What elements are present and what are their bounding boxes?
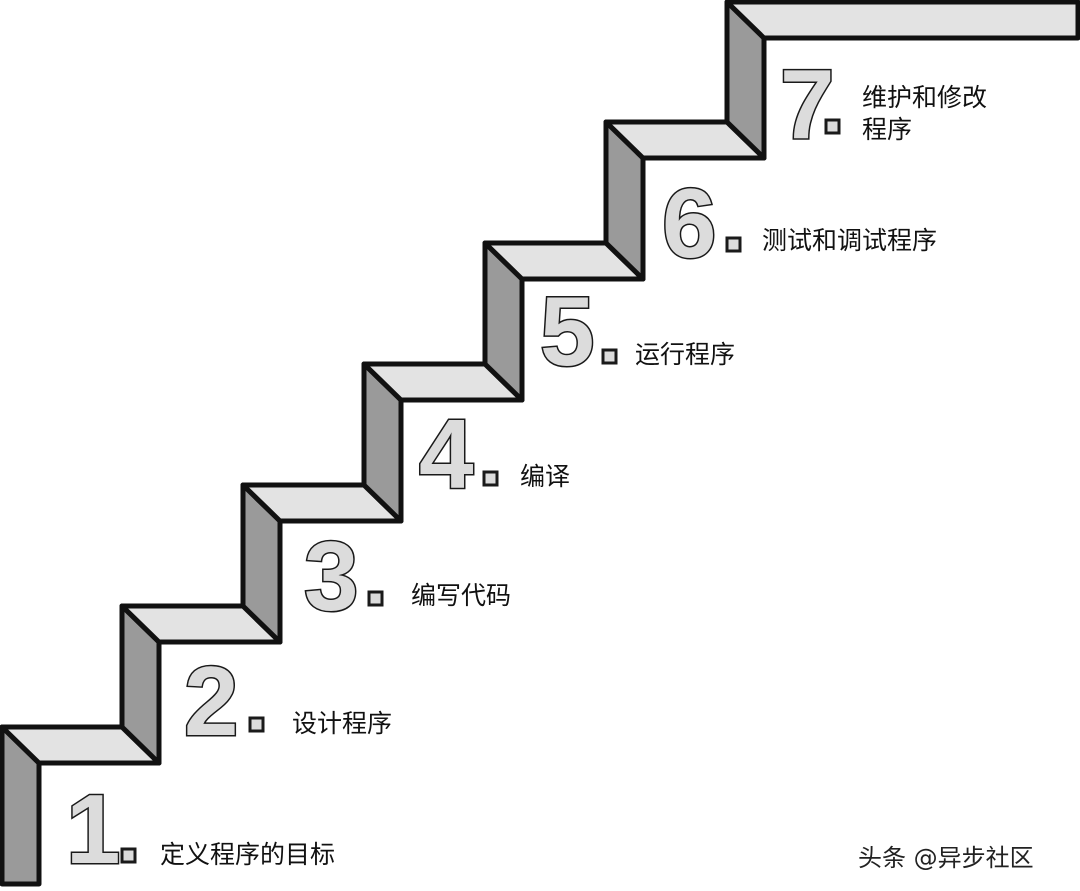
step-7-bullet — [824, 118, 841, 135]
step-1-label: 定义程序的目标 — [160, 840, 336, 869]
watermark: 头条 @异步社区 — [858, 844, 1034, 872]
step-2-label: 设计程序 — [292, 709, 393, 738]
step-1-number: 1 — [66, 774, 121, 884]
step-7-label-line2: 程序 — [862, 115, 913, 144]
step-5-label: 运行程序 — [635, 340, 736, 369]
step-4-number: 4 — [419, 399, 474, 509]
step-3-bullet — [367, 590, 384, 607]
step-3-number: 3 — [304, 521, 359, 631]
step-5-bullet — [601, 348, 618, 365]
step-5-number: 5 — [540, 276, 595, 386]
step-2-number: 2 — [184, 646, 239, 756]
step-7-tread — [724, 0, 1080, 41]
step-6-number: 6 — [662, 168, 717, 278]
step-4-label: 编译 — [520, 462, 571, 491]
step-3-label: 编写代码 — [411, 581, 512, 610]
step-4-bullet — [482, 470, 499, 487]
step-2-bullet — [248, 716, 265, 733]
step-7-label-line1: 维护和修改 — [862, 83, 988, 112]
step-7-number: 7 — [780, 49, 835, 159]
step-6-bullet — [725, 236, 742, 253]
step-1-bullet — [120, 847, 137, 864]
step-6-label: 测试和调试程序 — [762, 226, 938, 255]
